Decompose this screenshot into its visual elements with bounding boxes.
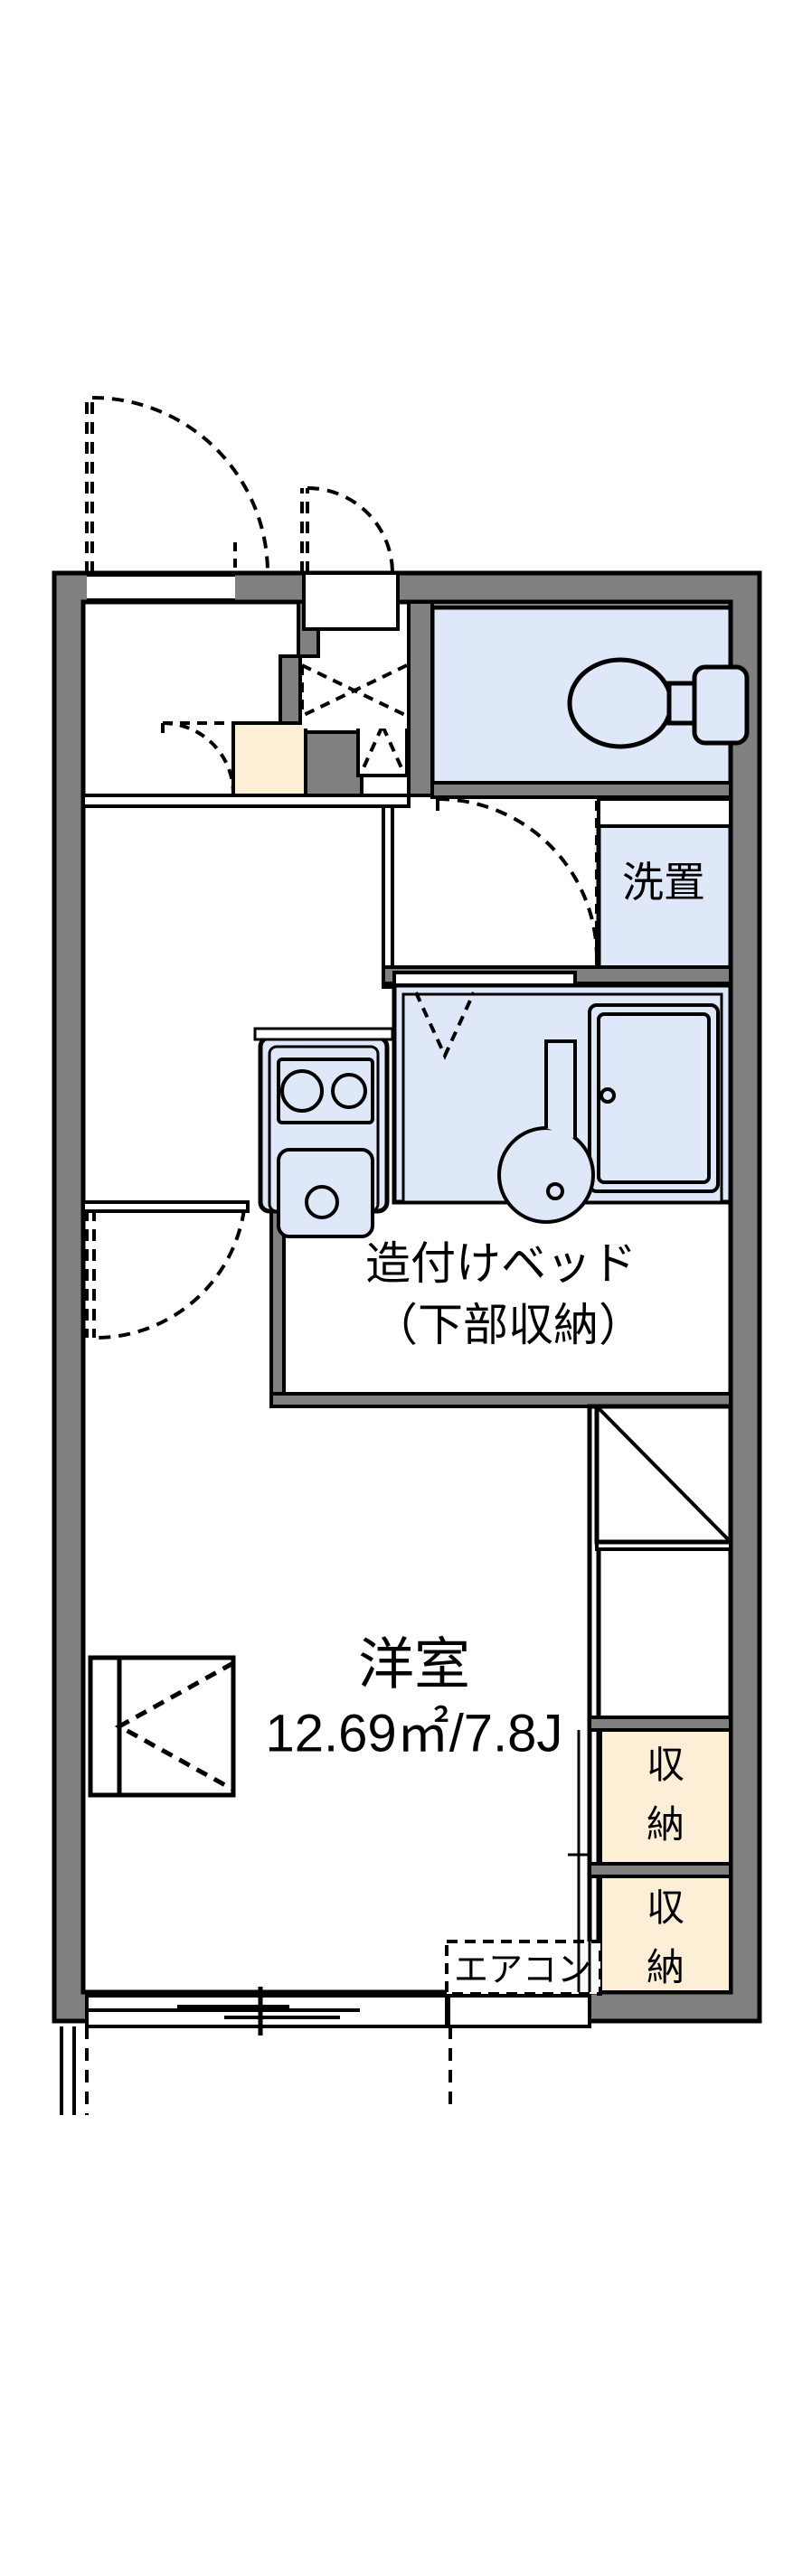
bottom-right-window[interactable]	[447, 1994, 591, 2028]
wall-corridor-left	[382, 804, 394, 989]
washer-top-gap	[597, 797, 732, 828]
hall-door-swing-icon[interactable]	[436, 797, 599, 959]
wall-between-storages	[588, 1862, 732, 1878]
wall-hall-toilet	[407, 600, 434, 797]
room-door-opening	[81, 1200, 250, 1213]
storage-upper-label-1: 収	[647, 1744, 685, 1786]
storage-upper-label-2: 納	[647, 1803, 685, 1846]
wash-basin-icon	[497, 1039, 595, 1224]
wall-below-toilet	[430, 781, 732, 799]
washer-space-label: 洗置	[622, 859, 705, 906]
closet-door-lines[interactable]	[568, 1730, 591, 1992]
wall-above-storage-upper	[588, 1716, 732, 1732]
storage-lower-label-2: 納	[647, 1946, 685, 1988]
main-room-name-label: 洋室	[358, 1633, 470, 1696]
stove-two-burner-icon	[277, 1058, 374, 1124]
main-room-area-label: 12.69㎡/7.8J	[266, 1704, 563, 1763]
kitchen-sink-icon	[277, 1148, 374, 1238]
built-in-bed-label-line2: （下部収納）	[373, 1300, 644, 1350]
bathtub-icon	[588, 1003, 720, 1193]
built-in-bed-label-line1: 造付けベッド	[365, 1238, 637, 1289]
storage-upper[interactable]	[599, 1728, 732, 1866]
bath-entry-opening	[392, 971, 577, 987]
entrance-door-swing-icon[interactable]	[85, 396, 269, 574]
wall-bed-bottom	[269, 1392, 732, 1408]
interior-door-swing-icon-top[interactable]	[300, 486, 394, 574]
balcony-sliding-window-icon[interactable]	[85, 1987, 448, 2035]
shoe-box-door-swing-icon[interactable]	[161, 721, 235, 794]
shoe-box[interactable]	[231, 721, 307, 797]
storage-lower[interactable]	[599, 1875, 732, 1994]
storage-lower-label-1: 収	[647, 1886, 685, 1929]
aircon-tag	[445, 1940, 602, 1996]
window-awning-icon[interactable]	[88, 1655, 236, 1798]
genkan-sliding-door-icon[interactable]	[300, 660, 408, 729]
aircon-label: エアコン	[454, 1951, 591, 1989]
shelf-niche	[594, 1404, 733, 1545]
balcony-rail-lines	[60, 2026, 452, 2115]
toilet-icon	[567, 657, 750, 749]
bath-door-icon[interactable]	[414, 992, 476, 1060]
storage-fills	[231, 721, 732, 1994]
top-wall-openings	[87, 571, 400, 631]
